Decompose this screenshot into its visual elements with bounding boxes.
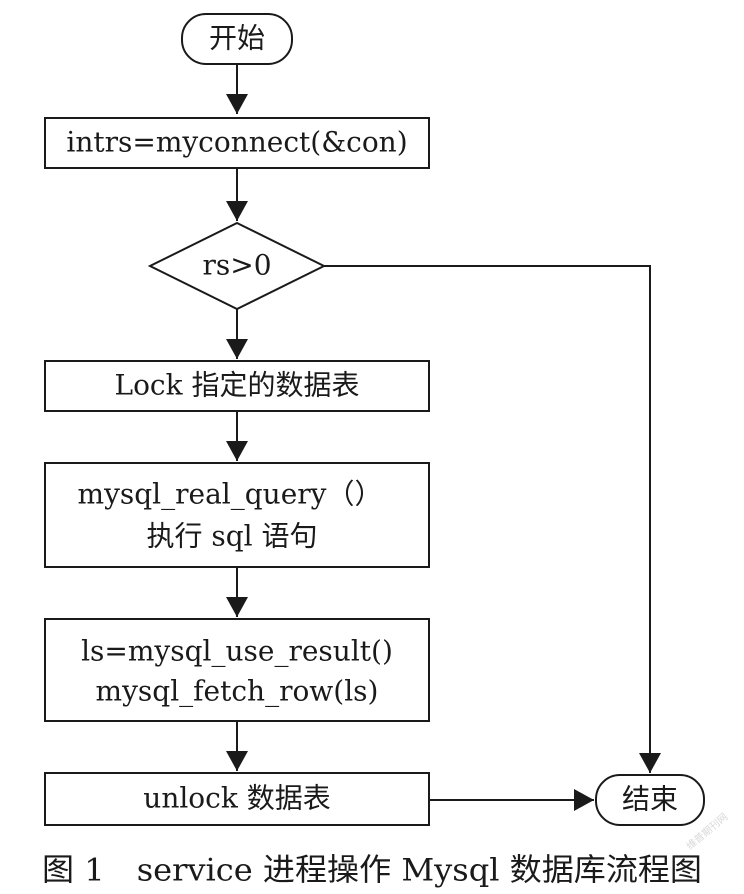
- end-terminal: [595, 774, 705, 826]
- connect-process: [44, 117, 430, 169]
- unlock-process: [44, 772, 430, 826]
- query-label-line2: 执行 sql 语句: [146, 520, 317, 553]
- query-process: [44, 462, 430, 568]
- start-label: 开始: [209, 22, 265, 55]
- query-label-line1: mysql_real_query（）: [78, 478, 383, 511]
- connect-label: intrs=myconnect(&con): [66, 126, 407, 159]
- unlock-label: unlock 数据表: [143, 782, 330, 815]
- end-label: 结束: [622, 783, 678, 816]
- lock-label: Lock 指定的数据表: [114, 369, 359, 402]
- result-process: [44, 618, 430, 722]
- figure-caption: 图 1 service 进程操作 Mysql 数据库流程图: [42, 853, 702, 889]
- decision-label: rs>0: [202, 249, 271, 282]
- result-label-line1: ls=mysql_use_result(): [81, 635, 393, 668]
- decision-diamond: [147, 221, 327, 311]
- arrow-decision-no-to-end: [324, 265, 661, 773]
- start-terminal: [181, 13, 293, 65]
- lock-process: [44, 360, 430, 412]
- result-label-line2: mysql_fetch_row(ls): [96, 675, 379, 708]
